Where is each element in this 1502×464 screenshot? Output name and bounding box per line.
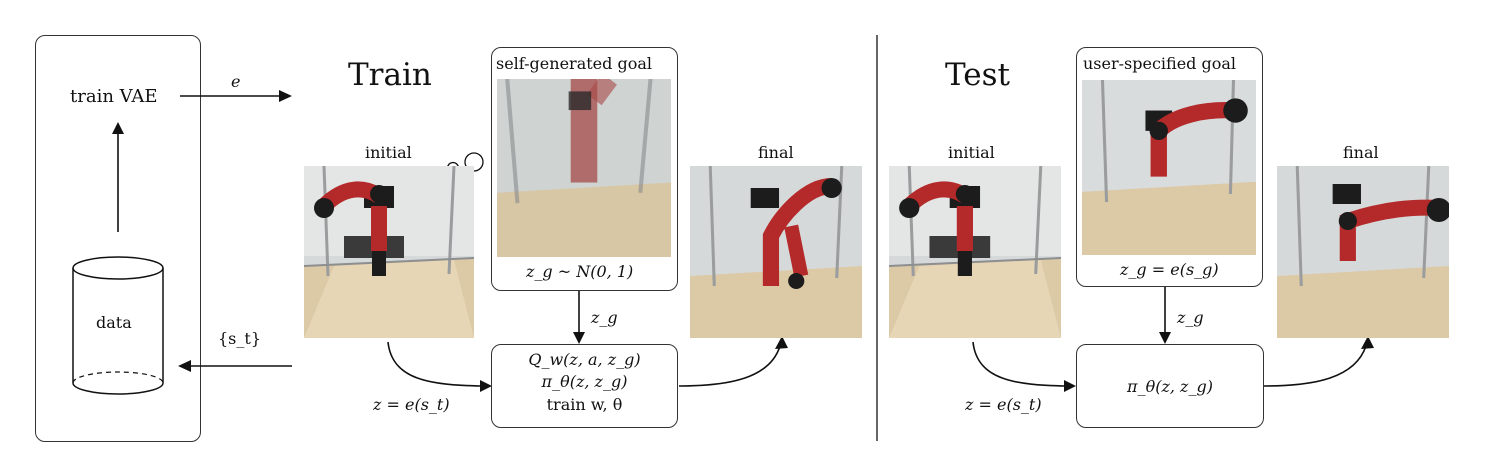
train-final-label: final	[758, 143, 794, 162]
test-z-encoding-label: z = e(s_t)	[965, 395, 1042, 414]
test-initial-label: initial	[948, 143, 995, 162]
train-params-label: train w, θ	[546, 395, 623, 414]
test-final-image	[1277, 166, 1449, 338]
test-zg-arrow-label: z_g	[1177, 308, 1204, 327]
e-edge-label: e	[231, 72, 241, 91]
data-cylinder	[72, 256, 164, 395]
test-final-label: final	[1343, 143, 1379, 162]
train-final-curve	[678, 345, 781, 387]
data-panel	[35, 35, 201, 442]
st-edge-label: {s_t}	[218, 329, 261, 348]
train-policy-label: π_θ(z, z_g)	[541, 372, 628, 391]
test-final-curve	[1263, 345, 1367, 387]
train-final-image	[690, 166, 862, 338]
user-specified-goal-title: user-specified goal	[1083, 54, 1237, 73]
user-specified-goal-image	[1082, 80, 1256, 255]
test-policy-box	[1076, 344, 1264, 428]
test-initial-curve	[972, 341, 1067, 387]
train-learning-box	[491, 344, 678, 428]
data-label: data	[96, 313, 132, 332]
test-title: Test	[945, 57, 1010, 93]
self-generated-goal-image	[497, 79, 671, 257]
train-initial-label: initial	[365, 143, 412, 162]
test-policy-label: π_θ(z, z_g)	[1127, 377, 1213, 396]
self-generated-goal-title: self-generated goal	[496, 54, 652, 73]
test-initial-image	[889, 166, 1061, 338]
train-initial-image	[304, 166, 474, 338]
q-function-label: Q_w(z, a, z_g)	[528, 350, 641, 369]
train-vae-label: train VAE	[70, 86, 158, 107]
zg-encoding-label: z_g = e(s_g)	[1120, 260, 1219, 279]
train-title: Train	[348, 57, 432, 93]
train-z-encoding-label: z = e(s_t)	[373, 395, 450, 414]
train-initial-curve	[387, 341, 483, 387]
train-zg-arrow-label: z_g	[591, 308, 618, 327]
zg-prior-label: z_g ~ N(0, 1)	[526, 262, 634, 281]
